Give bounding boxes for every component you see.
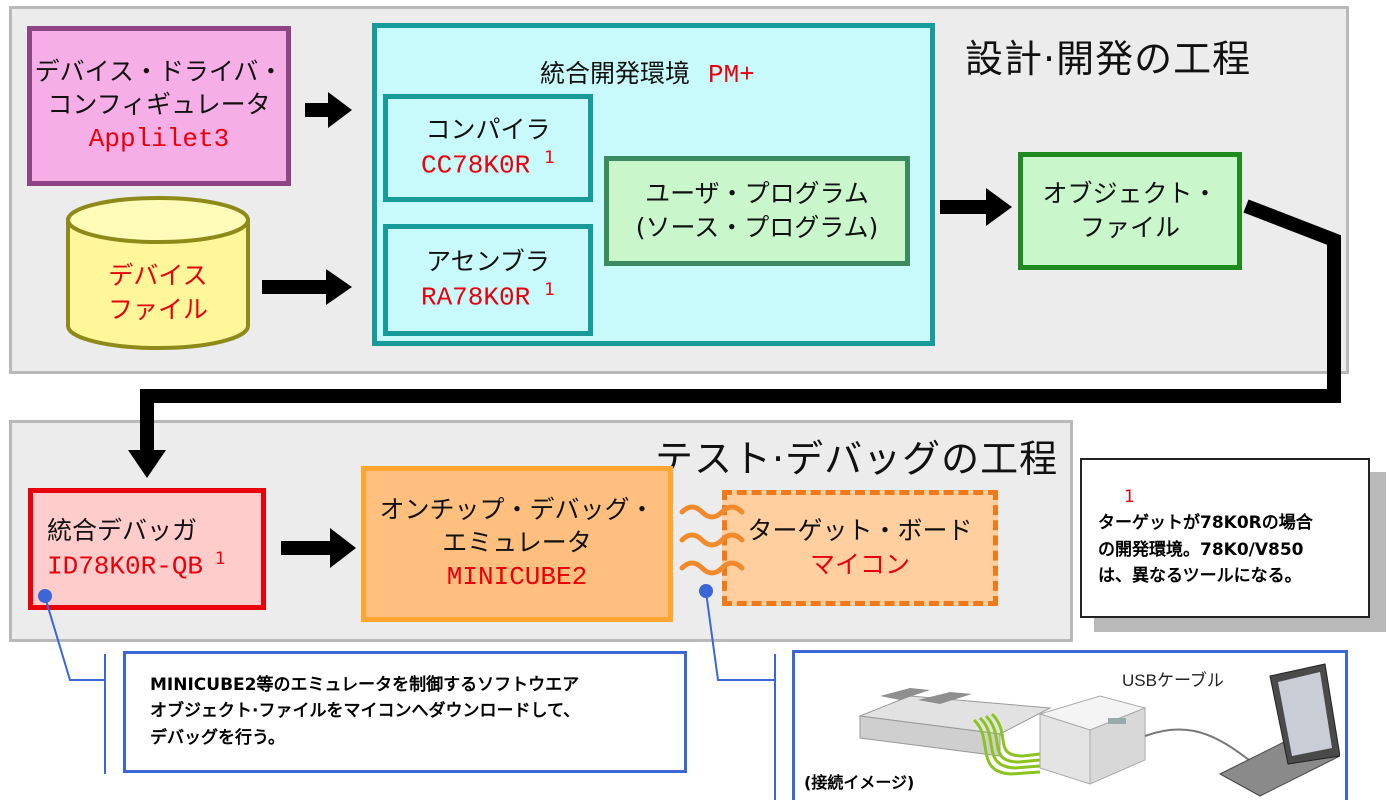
device-file-line2: ファイル [107,295,208,324]
footnote-line3: は、異なるツールになる。 [1098,566,1302,587]
test-stage-title: テスト·デバッグの工程 [655,437,1059,481]
configurator-line2: コンフィギュレータ [47,90,271,120]
device-file-line1: デバイス [108,261,208,291]
footnote-marker: 1 [1124,487,1135,507]
connection-image: USBケーブル (接続イメージ) [804,663,1340,797]
target-board-label: ターゲット・ボード [747,516,973,546]
target-board-box: ターゲット・ボード マイコン [722,490,998,606]
configurator-box: デバイス・ドライバ・ コンフィギュレータ Applilet3 [27,26,291,186]
emulator-box: オンチップ・デバッグ・ エミュレータ MINICUBE2 [361,466,673,622]
assembler-box: アセンブラ RA78K0R 1 [383,224,593,336]
emulator-tool: MINICUBE2 [446,562,588,593]
configurator-line1: デバイス・ドライバ・ [34,56,284,86]
user-program-box: ユーザ・プログラム (ソース・プログラム) [604,156,910,266]
minicube-icon [1038,695,1147,785]
compiler-tool: CC78K0R [420,149,531,180]
compiler-box: コンパイラ CC78K0R 1 [383,94,593,202]
compiler-footnote-marker: 1 [544,147,556,168]
device-file-label: デバイス ファイル [64,248,252,338]
user-program-line2: (ソース・プログラム) [635,213,879,242]
footnote-box: 1 ターゲットが78K0Rの場合 の開発環境。78K0/V850 は、異なるツー… [1080,458,1370,618]
target-board-icon [858,688,1052,757]
debugger-callout: MINICUBE2等のエミュレータを制御するソフトウエア オブジェクト·ファイル… [123,651,687,773]
debugger-callout-line1: MINICUBE2等のエミュレータを制御するソフトウエア [150,675,580,695]
assembler-footnote-marker: 1 [544,279,556,300]
footnote-line1: ターゲットが78K0Rの場合 [1098,513,1313,534]
emulator-line1: オンチップ・デバッグ・ [379,494,655,524]
ide-label-text: 統合開発環境 [540,59,691,88]
laptop-icon [1218,663,1340,797]
design-stage-title: 設計·開発の工程 [965,37,1252,81]
ide-tool: PM+ [707,60,755,90]
assembler-label: アセンブラ [426,246,550,276]
emulator-line2: エミュレータ [442,528,592,558]
target-cable [972,712,1041,776]
debugger-box: 統合デバッガ ID78K0R-QB 1 [28,488,266,610]
debugger-callout-line3: デバッグを行う。 [150,727,285,748]
target-board-mcu: マイコン [809,550,910,579]
debugger-callout-line2: オブジェクト·ファイルをマイコンへダウンロードして、 [150,701,581,722]
ide-label: 統合開発環境 PM+ [540,54,755,90]
debugger-footnote-marker: 1 [215,548,226,569]
user-program-line1: ユーザ・プログラム [645,179,869,209]
object-file-line1: オブジェクト・ [1042,179,1218,209]
footnote-line2: の開発環境。78K0/V850 [1098,539,1304,560]
debugger-tool: ID78K0R-QB [47,550,204,581]
connection-caption: (接続イメージ) [804,773,914,792]
debugger-label: 統合デバッガ [47,515,198,545]
usb-cable-label: USBケーブル [1122,670,1224,690]
object-file-line2: ファイル [1079,213,1180,242]
object-file-box: オブジェクト・ ファイル [1018,152,1242,270]
configurator-tool: Applilet3 [88,124,230,155]
assembler-tool: RA78K0R [420,281,531,312]
compiler-label: コンパイラ [425,114,551,144]
